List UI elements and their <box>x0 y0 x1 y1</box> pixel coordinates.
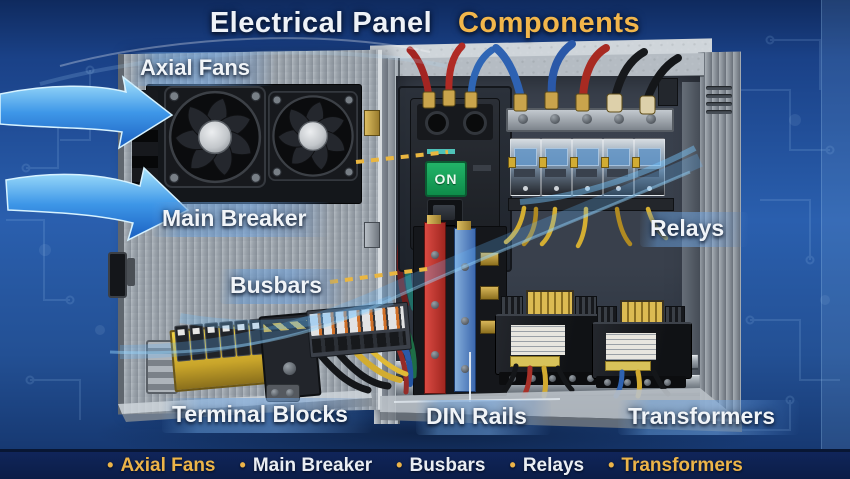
screw <box>624 379 631 386</box>
transformer-body <box>495 314 603 375</box>
bullet-icon: • <box>608 455 615 475</box>
busbar-red <box>424 215 446 394</box>
screw <box>518 114 528 124</box>
breaker-body: ON <box>410 98 500 250</box>
footer-item: • Transformers <box>608 455 743 477</box>
breaker-port <box>463 111 487 135</box>
busbar-terminal <box>480 252 499 266</box>
screw <box>614 114 624 124</box>
breaker-side-slot <box>473 165 491 171</box>
breaker-on-button: ON <box>425 161 467 197</box>
interior-hinge-block <box>658 78 678 106</box>
footer-item: • Main Breaker <box>240 455 373 477</box>
footer-item-label: Busbars <box>409 454 486 476</box>
label-relays: Relays <box>640 212 749 247</box>
screw <box>431 251 439 259</box>
incoming-wires <box>406 40 682 115</box>
relay-unit <box>632 138 665 196</box>
relay-unit <box>570 138 603 196</box>
screw <box>282 361 297 376</box>
relay-unit <box>539 138 572 196</box>
breaker-on-label: ON <box>434 171 458 187</box>
screw <box>461 263 469 271</box>
right-edge-light-band <box>821 0 850 479</box>
breaker-port <box>425 111 449 135</box>
busbar-blue <box>454 221 476 392</box>
transformer-rating-strip <box>510 356 560 367</box>
title-primary: Electrical Panel <box>209 7 433 39</box>
bullet-icon: • <box>509 455 516 475</box>
footer-item-label: Axial Fans <box>120 454 216 476</box>
footer-item: • Axial Fans <box>107 455 215 477</box>
footer-legend: • Axial Fans • Main Breaker • Busbars • … <box>0 449 850 479</box>
screw <box>582 114 592 124</box>
label-din-rails: DIN Rails <box>416 400 551 435</box>
footer-item: • Busbars <box>396 455 485 477</box>
label-transformers: Transformers <box>618 400 800 435</box>
footer-item-label: Transformers <box>621 454 743 476</box>
screw <box>529 375 536 382</box>
relay-busbar-strip <box>506 108 674 132</box>
screw <box>587 375 594 382</box>
transformer-unit <box>592 298 692 390</box>
footer-item-label: Main Breaker <box>252 454 373 476</box>
screw <box>271 389 279 397</box>
transformer-unit <box>495 288 603 388</box>
screw <box>550 114 560 124</box>
screw <box>644 379 651 386</box>
busbar-terminal <box>480 286 499 300</box>
transformer-coil <box>620 300 664 326</box>
axial-fan <box>164 86 266 188</box>
screw <box>461 365 469 373</box>
door-latch <box>127 258 135 286</box>
bullet-icon: • <box>107 455 114 475</box>
screw <box>604 379 611 386</box>
label-main-breaker: Main Breaker <box>152 202 331 237</box>
axial-fan <box>268 91 358 181</box>
bullet-icon: • <box>396 455 403 475</box>
transformer-body <box>592 322 692 379</box>
relay-unit <box>601 138 634 196</box>
cabinet-interior: ON <box>396 76 700 420</box>
screw <box>461 317 469 325</box>
transformer-label <box>603 330 659 363</box>
screw <box>646 114 656 124</box>
bullet-icon: • <box>239 455 246 475</box>
transformer-rating-strip <box>605 361 651 371</box>
footer-item-label: Relays <box>522 454 585 476</box>
terminal-label-rail <box>306 301 412 359</box>
terminal-mount-bracket <box>266 384 300 402</box>
screw <box>549 375 556 382</box>
screw <box>286 389 294 397</box>
screw <box>431 301 439 309</box>
terminal-blocks-assembly <box>138 298 412 406</box>
title-accent: Components <box>457 7 641 39</box>
terminal-block-row <box>169 318 273 393</box>
footer-item: • Relays <box>510 455 585 477</box>
door-handle <box>108 252 127 298</box>
label-busbars: Busbars <box>220 269 347 304</box>
label-axial-fans: Axial Fans <box>130 52 275 86</box>
page-title: Electrical Panel Components <box>0 7 850 40</box>
cabinet-vents <box>706 86 732 114</box>
screw <box>431 351 439 359</box>
door-hinge <box>364 110 380 136</box>
door-hinge <box>364 222 380 248</box>
transformer-label <box>508 322 568 358</box>
label-terminal-blocks: Terminal Blocks <box>162 398 372 433</box>
